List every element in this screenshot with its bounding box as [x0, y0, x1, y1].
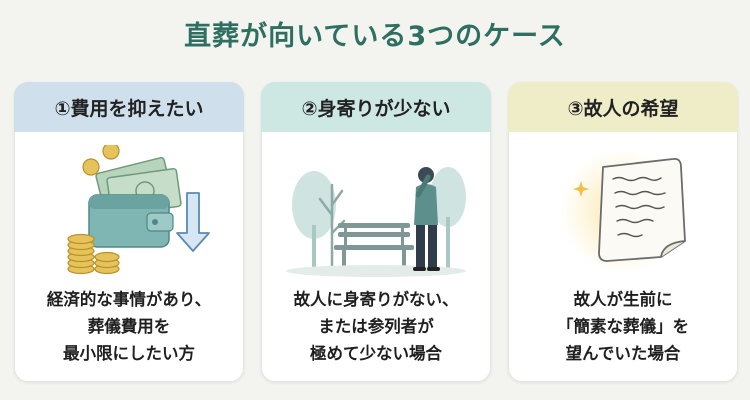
case-card-cost: ①費用を抑えたい	[14, 82, 244, 382]
description-line: 「簡素な葬儀」を	[557, 317, 689, 336]
description-line: 葬儀費用を	[87, 317, 171, 336]
card-description-cost: 経済的な事情があり、 葬儀費用を 最小限にしたい方	[19, 286, 239, 367]
case-card-wish: ③故人の希望 故	[508, 82, 738, 382]
card-description-few-relatives: 故人に身寄りがない、 または参列者が 極めて少ない場合	[266, 286, 486, 367]
person-bench-park-icon	[276, 145, 476, 285]
case-card-few-relatives: ②身寄りが少ない	[261, 82, 491, 382]
description-line: 極めて少ない場合	[310, 344, 442, 363]
description-line: または参列者が	[318, 317, 434, 336]
description-line: 故人が生前に	[573, 290, 673, 309]
description-line: 望んでいた場合	[565, 344, 681, 363]
description-line: 最小限にしたい方	[63, 344, 195, 363]
card-header-wish: ③故人の希望	[508, 82, 738, 132]
page-title: 直葬が向いている3つのケース	[184, 21, 566, 52]
wallet-coins-icon	[29, 142, 229, 285]
card-header-few-relatives: ②身寄りが少ない	[261, 82, 491, 132]
scroll-letter-icon	[523, 145, 723, 285]
description-line: 故人に身寄りがない、	[293, 290, 459, 309]
description-line: 経済的な事情があり、	[46, 290, 212, 309]
card-description-wish: 故人が生前に 「簡素な葬儀」を 望んでいた場合	[513, 286, 733, 367]
card-header-cost: ①費用を抑えたい	[14, 82, 244, 132]
